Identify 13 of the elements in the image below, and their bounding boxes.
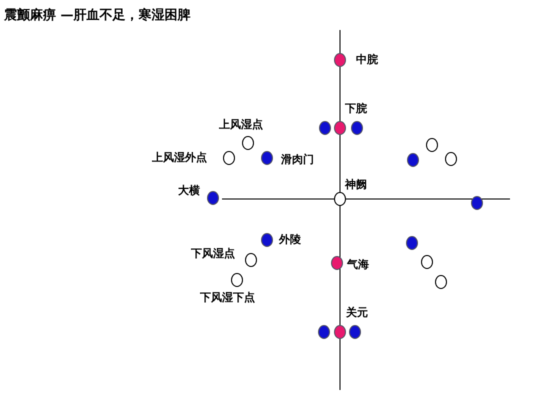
point-label: 气海	[347, 258, 369, 271]
point-label: 神阙	[345, 178, 367, 191]
title: 震颤麻痹 —肝血不足，寒湿困脾	[4, 8, 191, 24]
point-label: 上风湿点	[219, 118, 263, 131]
point-label: 关元	[346, 306, 368, 319]
point-label: 外陵	[279, 233, 301, 246]
point-label: 大横	[178, 184, 200, 197]
point-label: 下风湿点	[191, 247, 235, 260]
point-label: 上风湿外点	[152, 151, 207, 164]
point-label: 中脘	[356, 53, 378, 66]
point-label: 滑肉门	[281, 153, 314, 166]
point-label: 下脘	[345, 102, 367, 115]
point-label: 下风湿下点	[200, 291, 255, 304]
